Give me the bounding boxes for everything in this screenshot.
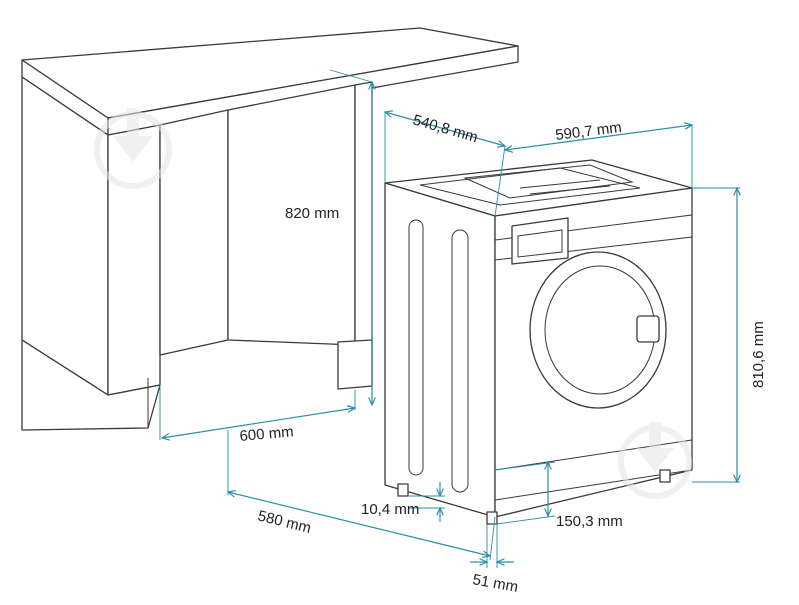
kitchen-cabinet (21, 27, 519, 431)
label-plinth-gap: 150,3 mm (556, 513, 623, 530)
washing-machine (384, 159, 693, 525)
dimension-lines (159, 69, 740, 568)
label-machine-depth: 580 mm (256, 507, 313, 537)
label-cabinet-depth-top: 540,8 mm (411, 112, 480, 147)
label-niche-height: 820 mm (285, 205, 339, 222)
label-machine-width: 590,7 mm (554, 119, 622, 144)
label-niche-width: 600 mm (239, 423, 294, 445)
label-foot-height: 10,4 mm (361, 501, 419, 518)
label-machine-height: 810,6 mm (750, 321, 767, 388)
label-foot-offset: 51 mm (471, 571, 519, 596)
watermark-download-icon (94, 108, 692, 499)
